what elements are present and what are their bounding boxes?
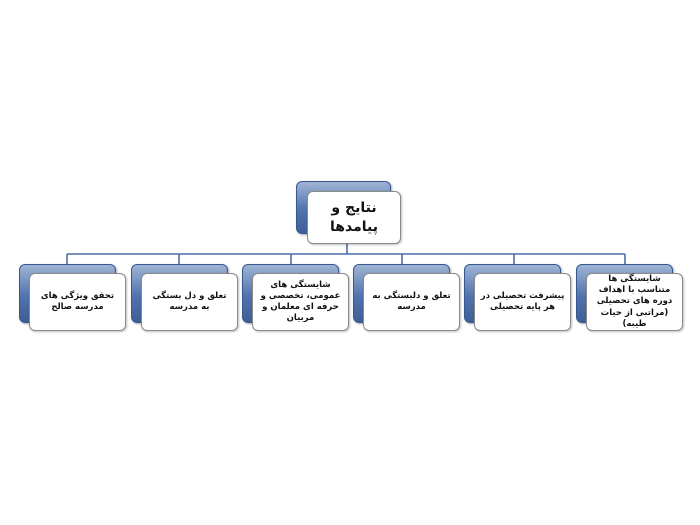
- root-node-box: نتایج و پیامدها: [307, 191, 401, 244]
- outcome-label-4: شایستگی های عمومی، تخصصی و حرفه ای معلما…: [260, 279, 341, 324]
- outcome-label-5: تعلق و دل بستگی به مدرسه: [152, 290, 227, 312]
- root-label: نتایج و پیامدها: [330, 200, 378, 235]
- outcome-label-1: شایستگی ها متناسب با اهداف دوره های تحصی…: [596, 274, 673, 329]
- outcome-node-3-box: تعلق و دلبستگی به مدرسه: [363, 273, 460, 331]
- outcome-label-3: تعلق و دلبستگی به مدرسه: [372, 290, 451, 312]
- outcome-node-2-box: پیشرفت تحصیلی در هر پایه تحصیلی: [474, 273, 571, 331]
- outcome-label-6: تحقق ویژگی های مدرسه صالح: [40, 290, 115, 312]
- outcome-node-5-box: تعلق و دل بستگی به مدرسه: [141, 273, 238, 331]
- outcome-node-1-box: شایستگی ها متناسب با اهداف دوره های تحصی…: [586, 273, 683, 331]
- outcome-node-6-box: تحقق ویژگی های مدرسه صالح: [29, 273, 126, 331]
- outcome-label-2: پیشرفت تحصیلی در هر پایه تحصیلی: [480, 290, 565, 312]
- outcome-node-4-box: شایستگی های عمومی، تخصصی و حرفه ای معلما…: [252, 273, 349, 331]
